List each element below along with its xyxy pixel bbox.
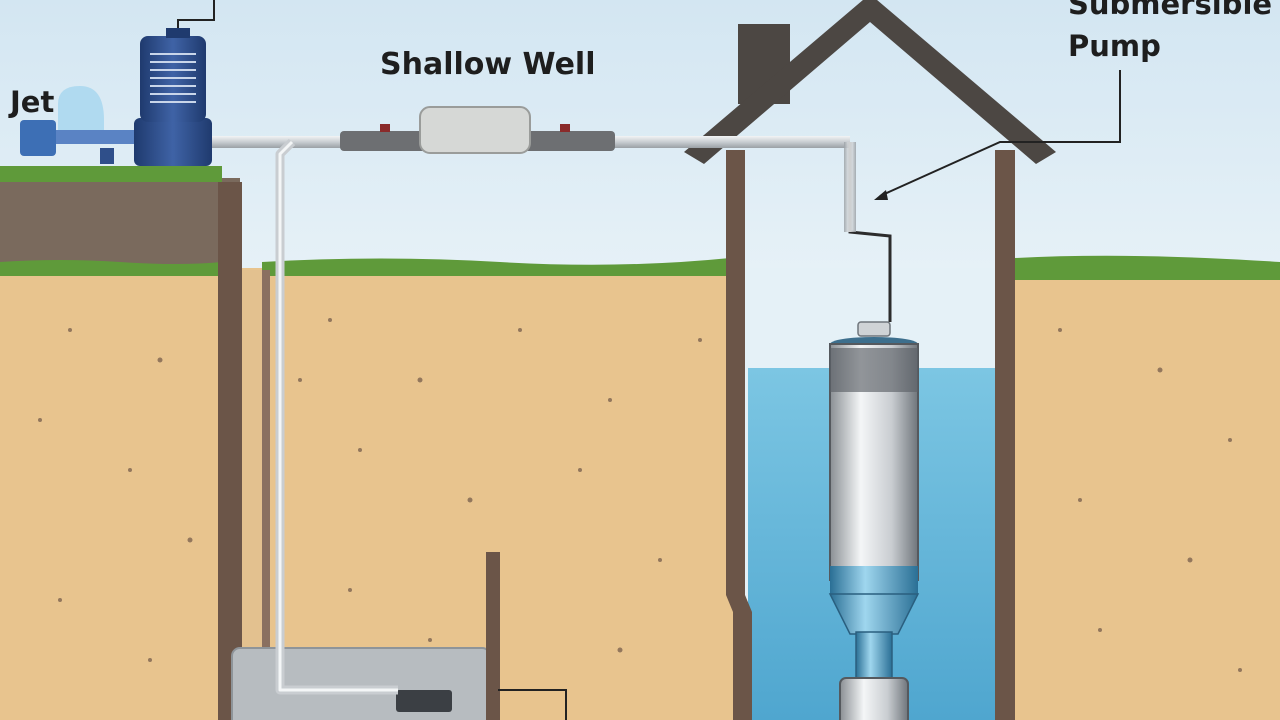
label-submersible: Submersible: [1068, 0, 1273, 21]
jet-pump-dome: [58, 86, 104, 140]
valve-left: [380, 124, 390, 132]
submersible-dark-band: [830, 348, 918, 392]
label-shallow-well: Shallow Well: [380, 47, 596, 82]
soil-speckles: [38, 318, 1242, 672]
grass-right: [1015, 255, 1280, 280]
label-jet: Jet: [10, 85, 55, 119]
label-pump: Pump: [1068, 29, 1161, 63]
jet-pump-pipe: [56, 130, 140, 144]
valve-right: [560, 124, 570, 132]
soil: [0, 268, 1280, 720]
shallow-well-wall-right: [262, 270, 270, 720]
tank-callout-line: [498, 689, 567, 720]
submersible-leader-arrow: [874, 190, 888, 200]
raised-ground-block: [0, 178, 240, 270]
foot-valve: [396, 690, 452, 712]
pressure-tank: [419, 106, 531, 154]
tank-post: [486, 552, 500, 720]
drop-pipe-sleeve: [844, 142, 856, 232]
submersible-taper: [828, 593, 920, 635]
jet-pump-cap: [166, 28, 190, 38]
main-pipe-left: [210, 136, 345, 148]
jet-pump-fins: [150, 53, 196, 103]
jet-leader-line: [177, 0, 215, 28]
main-pipe-right: [610, 136, 850, 148]
grass-middle: [262, 258, 730, 276]
suction-pipe-highlight: [278, 140, 398, 692]
pump-cable-top: [857, 321, 891, 337]
grass-left: [0, 260, 222, 276]
submersible-leader-line: [879, 70, 1121, 197]
deep-well-wall-right: [995, 150, 1015, 720]
shallow-well-wall-left: [218, 182, 242, 720]
submersible-neck: [855, 631, 893, 681]
jet-pump-base: [100, 148, 114, 164]
raised-ground-grass: [0, 166, 222, 182]
jet-pump-motor-base: [134, 118, 212, 166]
submersible-bottom-band: [830, 566, 918, 594]
shallow-well-shaft: [240, 270, 262, 720]
jet-pump-inlet: [20, 120, 56, 156]
submersible-motor: [839, 677, 909, 720]
deep-well-wall-left: [726, 150, 752, 720]
